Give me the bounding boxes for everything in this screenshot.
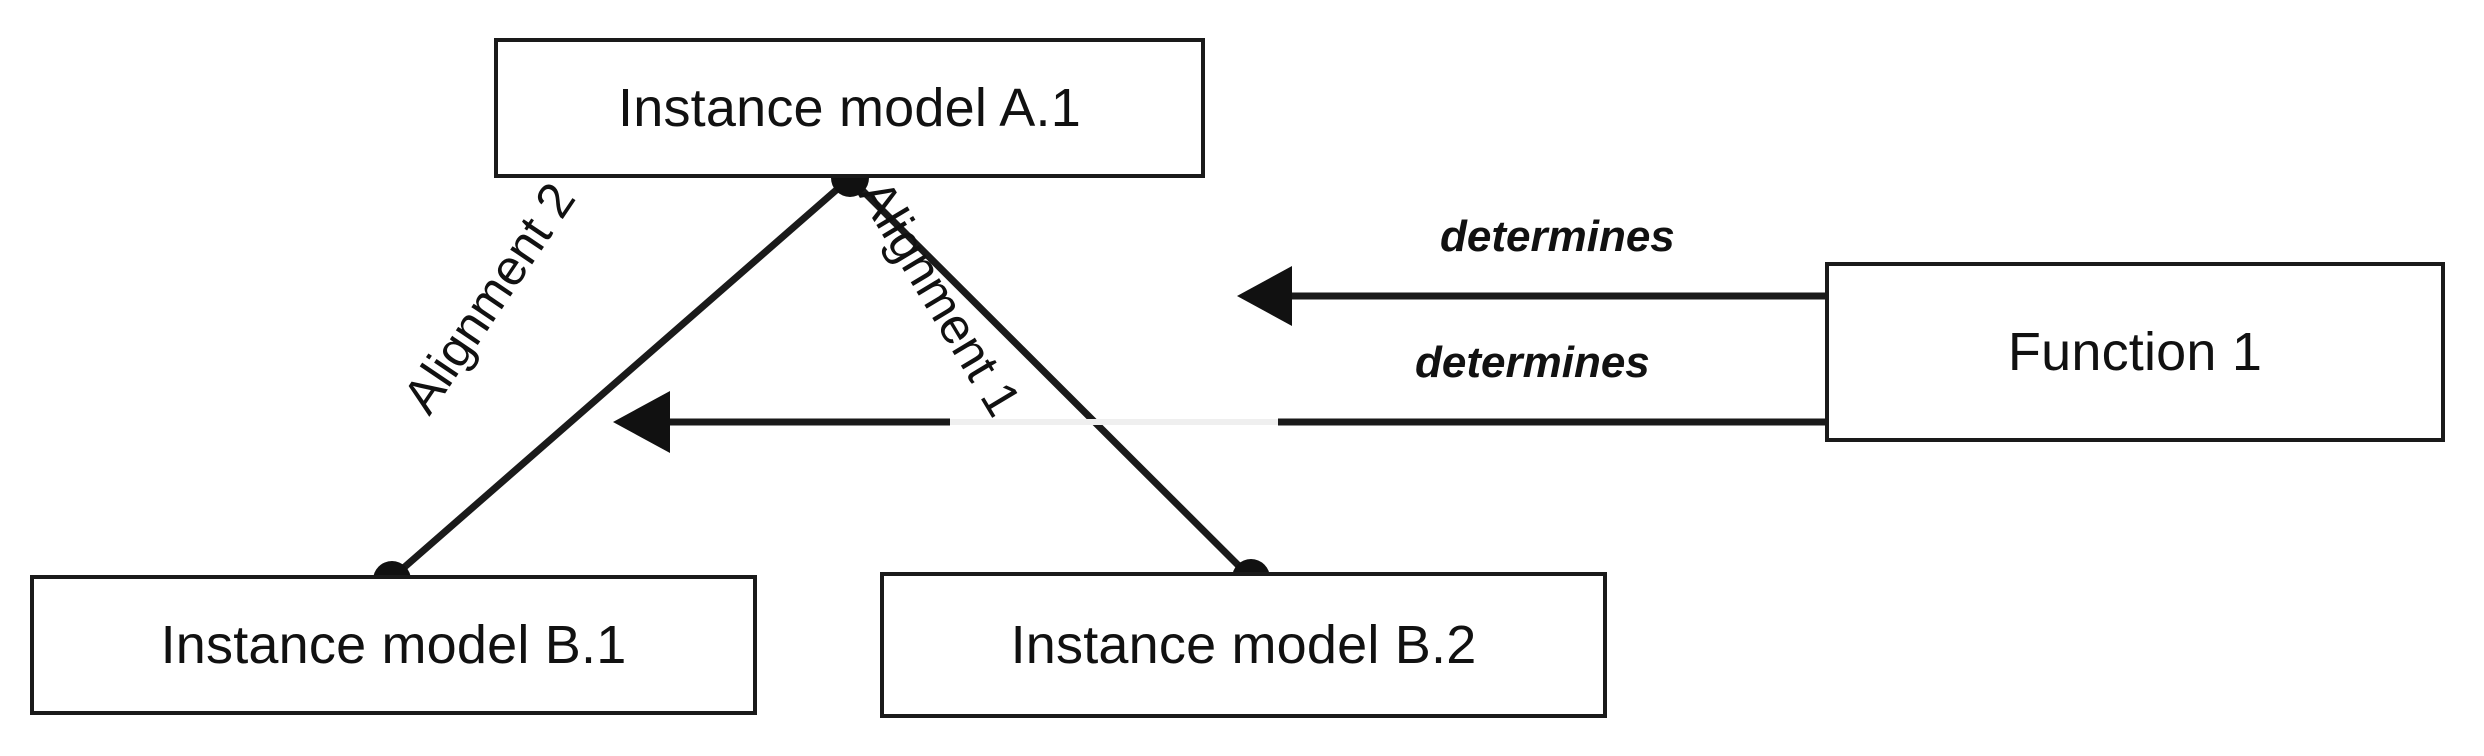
node-label-function-1: Function 1: [2007, 322, 2263, 382]
connector-label-determines-1: determines: [1440, 212, 1675, 261]
node-function-1[interactable]: Function 1: [1825, 262, 2445, 442]
connector-label-alignment-2-text: Alignment 2: [391, 172, 587, 424]
connector-alignment-1-line: [847, 175, 1254, 581]
arrowhead-determines-2: [613, 391, 670, 453]
arrowhead-determines-1: [1237, 266, 1292, 326]
node-label-instance-model-b2: Instance model B.2: [1010, 615, 1477, 675]
node-label-instance-model-b1: Instance model B.1: [160, 615, 627, 675]
node-label-instance-model-a1: Instance model A.1: [618, 78, 1081, 138]
node-instance-model-a1[interactable]: Instance model A.1: [494, 38, 1205, 178]
connector-label-alignment-1-text: Alignment 1: [847, 170, 1032, 426]
node-instance-model-b1[interactable]: Instance model B.1: [30, 575, 757, 715]
node-instance-model-b2[interactable]: Instance model B.2: [880, 572, 1607, 718]
connector-label-determines-2: determines: [1415, 338, 1650, 387]
connector-alignment-2-line: [389, 175, 853, 581]
